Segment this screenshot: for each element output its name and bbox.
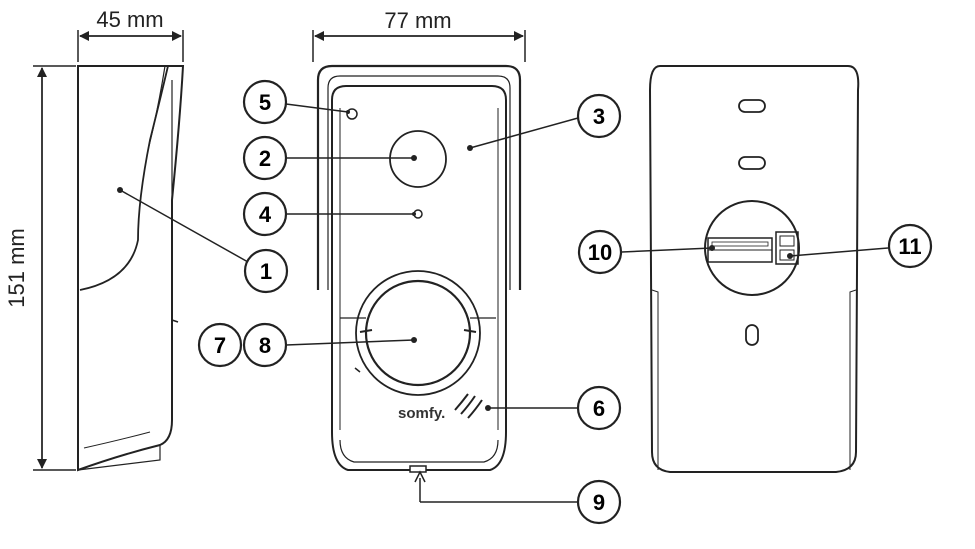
callout-label-11: 11 <box>898 234 921 259</box>
bottom-screw <box>409 465 427 473</box>
depth-label: 45 mm <box>96 7 163 32</box>
led-indicator <box>346 108 358 120</box>
callout-3: 3 <box>576 93 622 139</box>
dimension-width: 77 mm <box>312 8 526 62</box>
side-view-outline <box>77 65 185 472</box>
leader-dots <box>117 110 793 411</box>
callout-2: 2 <box>242 135 288 181</box>
dip-switch <box>775 231 799 265</box>
mount-slot-bottom <box>745 324 759 346</box>
callout-label-4: 4 <box>259 202 272 227</box>
call-button <box>364 279 472 387</box>
height-label: 151 mm <box>4 228 29 307</box>
camera-lens <box>389 130 447 188</box>
callout-6: 6 <box>576 385 622 431</box>
callout-11: 11 <box>887 223 933 269</box>
callout-label-3: 3 <box>593 104 605 129</box>
mount-slot-middle <box>738 156 766 170</box>
callout-10: 10 <box>577 229 623 275</box>
callout-label-5: 5 <box>259 90 271 115</box>
speaker-grille <box>454 393 483 419</box>
callout-1: 1 <box>243 248 289 294</box>
dimension-height: 151 mm <box>4 65 76 471</box>
callout-label-9: 9 <box>593 490 605 515</box>
call-button-ring <box>355 270 481 396</box>
leader-lines <box>119 103 889 503</box>
width-label: 77 mm <box>384 8 451 33</box>
callout-label-7: 7 <box>214 333 226 358</box>
mount-slot-top <box>738 99 766 113</box>
callout-8: 8 <box>242 322 288 368</box>
callout-9: 9 <box>576 479 622 525</box>
rain-hood-curve <box>78 65 170 291</box>
callout-label-10: 10 <box>588 240 612 265</box>
back-view <box>648 65 860 473</box>
callout-4: 4 <box>242 191 288 237</box>
dimension-depth: 45 mm <box>77 7 184 62</box>
callout-label-6: 6 <box>593 396 605 421</box>
callout-label-1: 1 <box>260 259 272 284</box>
callout-7: 7 <box>197 322 243 368</box>
brand-logo: somfy. <box>398 405 445 422</box>
side-view <box>77 65 185 472</box>
callout-label-8: 8 <box>259 333 271 358</box>
front-panel <box>331 85 507 471</box>
leader-arrow-9 <box>414 470 426 483</box>
rear-compartment <box>704 200 800 296</box>
callout-label-2: 2 <box>259 146 271 171</box>
callout-5: 5 <box>242 79 288 125</box>
front-view <box>316 64 522 473</box>
